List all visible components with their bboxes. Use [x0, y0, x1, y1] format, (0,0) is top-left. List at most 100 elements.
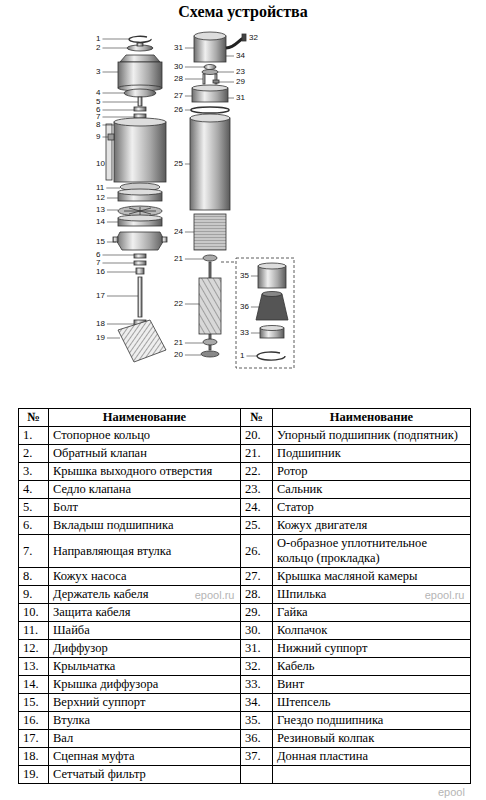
callout-number: 27 [174, 92, 183, 100]
table-row: 17.Вал36.Резиновый колпак [19, 730, 471, 748]
leader-line [185, 259, 203, 260]
leader-line [185, 67, 204, 68]
leader-line [251, 307, 260, 308]
leader-line [228, 98, 234, 99]
rubber-cap [256, 294, 288, 320]
table-row: 8.Кожух насоса27.Крышка масляной камеры [19, 568, 471, 586]
part-name-cell: Крышка выходного отверстия [49, 463, 241, 481]
part-number-cell: 23. [241, 481, 273, 499]
motor-casing [190, 114, 230, 210]
callout-number: 33 [240, 329, 249, 337]
leader-line [218, 72, 234, 73]
part-number-cell: 21. [241, 445, 273, 463]
leader-line [185, 355, 201, 356]
shaft [138, 277, 142, 317]
part-name-cell: Вал [49, 730, 241, 748]
callout-number: 24 [174, 228, 183, 236]
stud [213, 80, 219, 83]
table-row: 16.Втулка35.Гнездо подшипника [19, 712, 471, 730]
callout-number: 17 [96, 292, 105, 300]
part-name-cell: Крышка диффузора [49, 676, 241, 694]
leader-line [102, 263, 134, 264]
part-name-cell: Штепсель [273, 694, 471, 712]
part-number-cell: 3. [19, 463, 49, 481]
subassembly-bracket [221, 258, 294, 368]
part-number-cell: 17. [19, 730, 49, 748]
table-header: № [241, 409, 273, 427]
leader-line [185, 96, 192, 97]
cable-holder [108, 134, 114, 140]
impeller [118, 206, 162, 216]
part-name-cell: Резиновый колпак [273, 730, 471, 748]
cable [226, 38, 244, 48]
parts-table: №Наименование№Наименование1.Стопорное ко… [18, 408, 471, 784]
cable-guard [106, 124, 112, 180]
part-number-cell: 19. [19, 766, 49, 784]
bearing-bush [134, 107, 146, 118]
leader-line [185, 164, 190, 165]
callout-number: 1 [240, 352, 244, 360]
upper-support [113, 232, 167, 250]
leader-line [107, 296, 138, 297]
part-name-cell: Стопорное кольцо [49, 427, 241, 445]
bearing-housing [258, 263, 286, 269]
part-number-cell: 37. [241, 748, 273, 766]
leader-line [102, 102, 138, 103]
outlet-cover [120, 55, 160, 62]
cable [242, 34, 246, 41]
empty-cell [273, 766, 471, 784]
callout-number: 2 [96, 44, 100, 52]
table-row: 9.Держатель кабеля28.Шпилька [19, 586, 471, 604]
callout-number: 30 [174, 63, 183, 71]
diffuser-cover [118, 215, 162, 226]
callout-number: 35 [240, 272, 249, 280]
table-row: 10.Защита кабеля29.Гайка [19, 604, 471, 622]
leader-line [102, 125, 114, 126]
callout-number: 31 [174, 44, 183, 52]
screw-ring [260, 326, 284, 339]
part-name-cell: Сальник [273, 481, 471, 499]
part-name-cell: Ротор [273, 463, 471, 481]
table-row: 13.Крыльчатка32.Кабель [19, 658, 471, 676]
part-name-cell: Кожух насоса [49, 568, 241, 586]
part-number-cell: 13. [19, 658, 49, 676]
bearing-housing [258, 263, 286, 288]
rotor [199, 278, 221, 334]
pump-casing [114, 118, 166, 182]
part-number-cell: 31. [241, 640, 273, 658]
leader-line [107, 210, 118, 211]
part-number-cell: 16. [19, 712, 49, 730]
cap [204, 65, 216, 70]
part-name-cell: О-образное уплотнительное кольцо (прокла… [273, 535, 471, 568]
part-name-cell: Крыльчатка [49, 658, 241, 676]
part-number-cell: 10. [19, 604, 49, 622]
part-number-cell: 2. [19, 445, 49, 463]
cable-guard [106, 124, 112, 180]
table-row: 5.Болт24.Статор [19, 499, 471, 517]
callout-number: 28 [174, 75, 183, 83]
upper-support [162, 237, 167, 242]
callout-number: 19 [96, 334, 105, 342]
part-name-cell: Верхний суппорт [49, 694, 241, 712]
circlip [257, 352, 285, 360]
diffuser [118, 189, 162, 195]
leader-line [251, 276, 258, 277]
circlip [129, 36, 151, 42]
part-number-cell: 28. [241, 586, 273, 604]
callout-number: 21 [174, 339, 183, 347]
part-number-cell: 25. [241, 517, 273, 535]
bearing [203, 255, 217, 261]
part-name-cell: Кожух двигателя [273, 517, 471, 535]
part-name-cell: Направляющая втулка [49, 535, 241, 568]
part-number-cell: 20. [241, 427, 273, 445]
leader-line [102, 117, 134, 118]
watermark: epool.ru [425, 589, 465, 601]
part-name-cell: Сетчатый фильтр [49, 766, 241, 784]
part-number-cell: 14. [19, 676, 49, 694]
part-name-cell: Нижний суппорт [273, 640, 471, 658]
table-header: Наименование [273, 409, 471, 427]
leader-line [107, 338, 120, 339]
table-header: № [19, 409, 49, 427]
part-number-cell: 34. [241, 694, 273, 712]
oil-chamber-cover [192, 85, 228, 91]
